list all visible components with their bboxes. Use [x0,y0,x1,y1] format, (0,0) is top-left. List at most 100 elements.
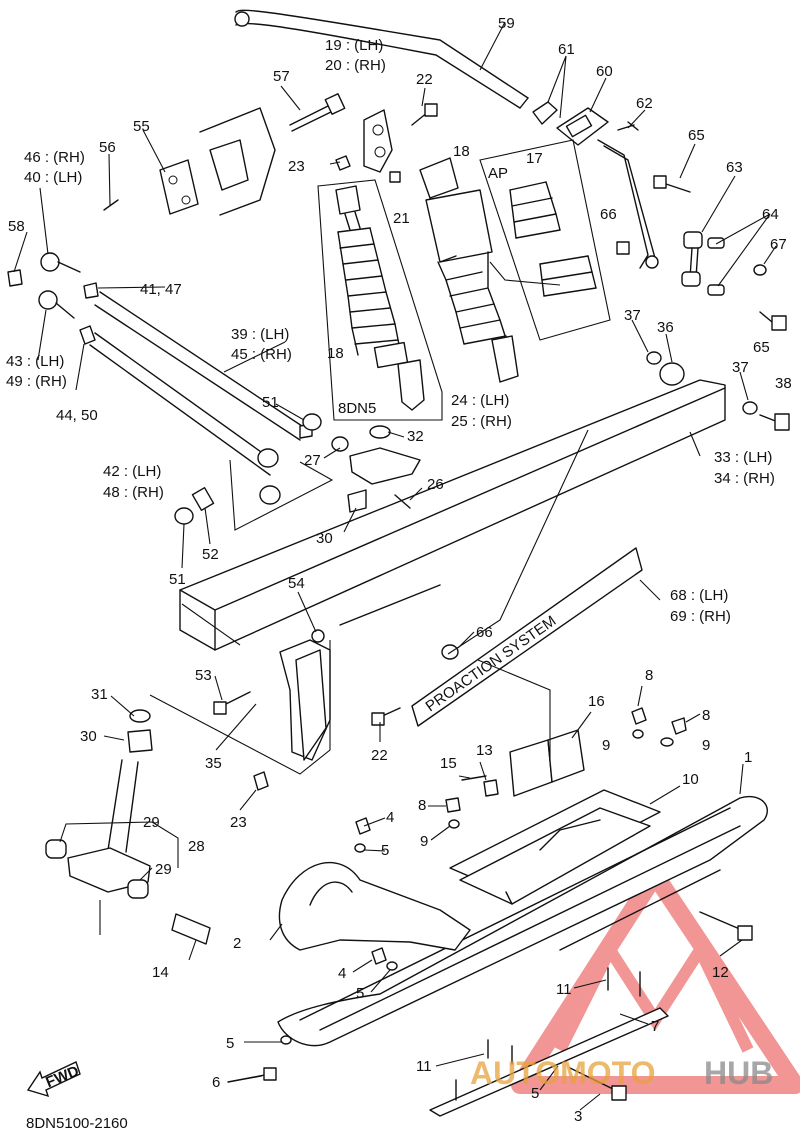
callout-56: 56 [99,139,116,156]
callout-39-lh: 39 : (LH) [231,326,289,343]
leader-lines [13,21,777,1111]
tie-rod-ends [7,252,99,345]
callout-40-lh: 40 : (LH) [24,169,82,186]
callout-8: 8 [645,667,653,684]
callout-27: 27 [304,452,321,469]
callout-24-lh: 24 : (LH) [451,392,509,409]
shock-absorber-8dn5 [317,179,443,421]
callout-52: 52 [202,546,219,563]
callout-3: 3 [574,1108,582,1125]
callout-51: 51 [262,394,279,411]
callout-4-lower: 4 [338,965,346,982]
callout-8-right: 8 [702,707,710,724]
callout-5-lower: 5 [356,985,364,1002]
callout-16: 16 [588,693,605,710]
callout-68-lh: 68 : (LH) [670,587,728,604]
callout-62: 62 [636,95,653,112]
callout-8-lower: 8 [418,797,426,814]
mount-bracket-60 [532,101,659,269]
callout-30-lower: 30 [80,728,97,745]
watermark-hub-text: HUB [704,1055,773,1091]
ski-1 [277,795,768,1117]
bellcrank-arm [331,425,421,513]
callout-11: 11 [556,981,572,998]
callout-21: 21 [393,210,410,227]
callout-49-rh: 49 : (RH) [6,373,67,390]
slide-rail-33-34 [179,351,790,660]
callout-9: 9 [602,737,610,754]
spring-set-ap [479,139,611,341]
ski-handle-2 [278,861,471,951]
callout-44-50: 44, 50 [56,407,98,424]
shock-absorber-18 [419,157,561,383]
callout-1: 1 [744,749,752,766]
callout-13: 13 [476,742,493,759]
callout-20-rh: 20 : (RH) [325,57,386,74]
callout-labels: 59 61 60 62 57 19 : (LH) 20 : (RH) 22 55… [6,15,792,1125]
callout-59: 59 [498,15,515,32]
callout-14: 14 [152,964,169,981]
callout-29: 29 [143,814,160,831]
spindle-housing [149,603,401,791]
watermark-auto-text: AUTOMOTO [470,1055,655,1091]
callout-63: 63 [726,159,743,176]
callout-46-rh: 46 : (RH) [24,149,85,166]
callout-25-rh: 25 : (RH) [451,413,512,430]
callout-7: 7 [651,1018,659,1035]
callout-18: 18 [453,143,470,160]
callout-9-lower: 9 [420,833,428,850]
callout-22-lower: 22 [371,747,388,764]
callout-42-lh: 42 : (LH) [103,463,161,480]
callout-23-lower: 23 [230,814,247,831]
callout-2: 2 [233,935,241,952]
callout-5-bottom: 5 [531,1085,539,1102]
callout-30: 30 [316,530,333,547]
callout-60: 60 [596,63,613,80]
decal-68-69: PROACTION SYSTEM [411,547,643,727]
callout-65: 65 [688,127,705,144]
callout-57: 57 [273,68,290,85]
callout-29-lower: 29 [155,861,172,878]
watermark-text: AUTOMOTO HUB [470,1055,773,1091]
callout-17: 17 [526,150,543,167]
callout-32: 32 [407,428,424,445]
callout-11-lower: 11 [416,1058,432,1075]
callout-5-left: 5 [226,1035,234,1052]
callout-43-lh: 43 : (LH) [6,353,64,370]
callout-26: 26 [427,476,444,493]
callout-15: 15 [440,755,457,772]
mount-plate-55 [103,107,276,216]
callout-55: 55 [133,118,150,135]
callout-38: 38 [775,375,792,392]
callout-10: 10 [682,771,699,788]
callout-37: 37 [624,307,641,324]
callout-36: 36 [657,319,674,336]
callout-45-rh: 45 : (RH) [231,346,292,363]
callout-9-right: 9 [702,737,710,754]
callout-33-lh: 33 : (LH) [714,449,772,466]
callout-34-rh: 34 : (RH) [714,470,775,487]
link-rod-63 [616,175,787,331]
callout-61: 61 [558,41,575,58]
callout-4: 4 [386,809,394,826]
callout-51-lower: 51 [169,571,186,588]
callout-5: 5 [381,842,389,859]
fwd-label: FWD [43,1063,81,1092]
group-label-ap: AP [488,165,508,182]
callout-66-lower: 66 [476,624,493,641]
upper-bolts [289,93,438,183]
callout-22: 22 [416,71,433,88]
callout-64: 64 [762,206,779,223]
callout-58: 58 [8,218,25,235]
callout-53: 53 [195,667,212,684]
fwd-arrow-icon: FWD [26,1061,82,1098]
group-label-8dn5: 8DN5 [338,400,376,417]
ski-saddle-10 [449,729,661,905]
callout-18-lower: 18 [327,345,344,362]
callout-28: 28 [188,838,205,855]
ski-spindle-28 [45,709,211,945]
callout-54: 54 [288,575,305,592]
callout-12: 12 [712,964,729,981]
